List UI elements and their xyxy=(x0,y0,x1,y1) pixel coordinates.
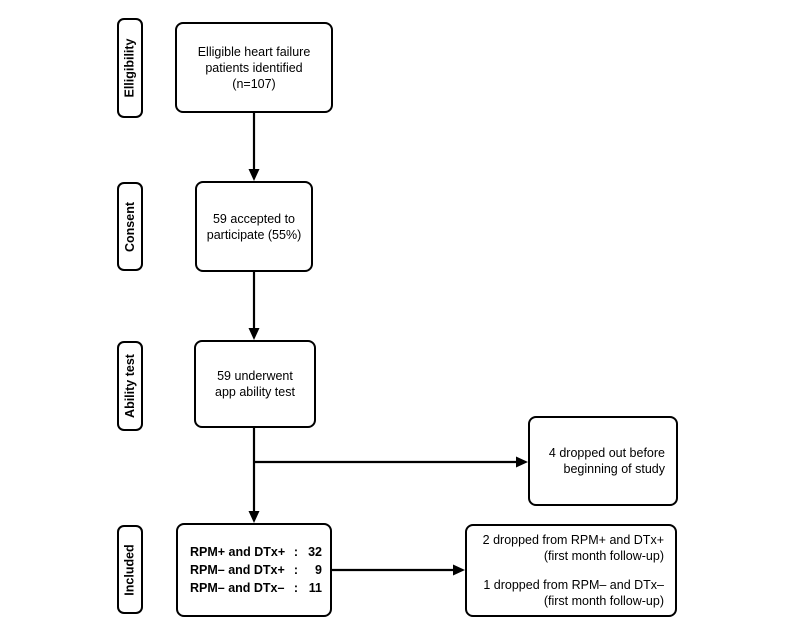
included-row-3-group: RPM– and DTx– xyxy=(190,581,285,595)
box-eligible-patients: Elligible heart failure patients identif… xyxy=(175,22,333,113)
dropout-followup-entry-1-line1: 2 dropped from RPM+ and DTx+ xyxy=(482,533,664,547)
box-consent-line1: 59 accepted to xyxy=(212,211,295,226)
included-row-2: RPM– and DTx+ : 9 xyxy=(190,561,322,579)
stage-label-included: Included xyxy=(117,525,143,614)
dropout-followup-entry-2-line2: (first month follow-up) xyxy=(543,594,664,608)
dropout-followup-entry-2: 1 dropped from RPM– and DTx– (first mont… xyxy=(483,577,664,609)
included-row-1-colon: : xyxy=(293,545,299,559)
included-row-1-group: RPM+ and DTx+ xyxy=(190,545,286,559)
dropout-followup-entry-2-line1: 1 dropped from RPM– and DTx– xyxy=(483,578,664,592)
stage-label-eligibility-text: Elligibility xyxy=(123,38,138,98)
included-row-3-value: 11 xyxy=(308,581,322,595)
dropout-followup-entry-1: 2 dropped from RPM+ and DTx+ (first mont… xyxy=(483,532,664,564)
arrowhead-eligibility-to-consent xyxy=(248,169,260,181)
box-dropout-before-study-line2: beginning of study xyxy=(563,462,665,476)
stage-label-eligibility: Elligibility xyxy=(117,18,143,118)
box-consent-line2: participate (55%) xyxy=(206,227,302,242)
stage-label-consent: Consent xyxy=(117,182,143,271)
arrowhead-ability-to-included xyxy=(248,511,260,523)
included-row-2-group: RPM– and DTx+ xyxy=(190,563,285,577)
dropout-followup-entry-1-line2: (first month follow-up) xyxy=(543,549,664,563)
arrowhead-consent-to-ability xyxy=(248,328,260,340)
included-row-1: RPM+ and DTx+ : 32 xyxy=(190,543,322,561)
arrowhead-included-to-followup xyxy=(453,564,465,576)
box-eligible-patients-line2: patients identified xyxy=(205,60,303,75)
box-dropout-before-study: 4 dropped out before beginning of study xyxy=(528,416,678,506)
stage-label-ability-test-text: Ability test xyxy=(123,354,137,418)
box-dropout-before-study-line1: 4 dropped out before xyxy=(548,446,665,460)
arrowhead-branch-dropout xyxy=(516,456,528,468)
box-ability-test: 59 underwent app ability test xyxy=(194,340,316,428)
stage-label-ability-test: Ability test xyxy=(117,341,143,431)
included-row-1-value: 32 xyxy=(308,545,322,559)
box-eligible-patients-line3: (n=107) xyxy=(232,76,276,91)
included-row-3-colon: : xyxy=(293,581,299,595)
stage-label-consent-text: Consent xyxy=(123,201,137,252)
box-eligible-patients-line1: Elligible heart failure xyxy=(197,44,311,59)
box-included-groups: RPM+ and DTx+ : 32 RPM– and DTx+ : 9 RPM… xyxy=(176,523,332,617)
included-row-2-colon: : xyxy=(293,563,299,577)
box-consent: 59 accepted to participate (55%) xyxy=(195,181,313,272)
box-ability-test-line2: app ability test xyxy=(215,385,295,399)
stage-label-included-text: Included xyxy=(123,543,137,596)
included-row-2-value: 9 xyxy=(315,563,322,577)
box-ability-test-line1: 59 underwent xyxy=(217,369,293,383)
box-dropout-followup: 2 dropped from RPM+ and DTx+ (first mont… xyxy=(465,524,677,617)
included-row-3: RPM– and DTx– : 11 xyxy=(190,579,322,597)
